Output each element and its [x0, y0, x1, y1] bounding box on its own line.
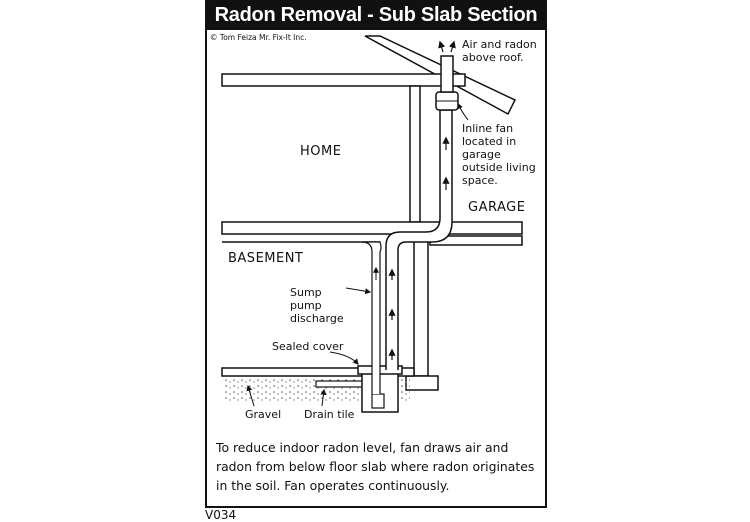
label-sealed-cover: Sealed cover	[272, 340, 344, 353]
home-right-wall	[409, 85, 421, 223]
diagram-caption: To reduce indoor radon level, fan draws …	[216, 440, 535, 493]
label-garage: GARAGE	[468, 200, 526, 215]
label-sump-discharge: Sump pump discharge	[290, 286, 344, 325]
label-home: HOME	[300, 144, 342, 159]
label-basement: BASEMENT	[228, 251, 304, 266]
label-inline-fan: Inline fan located in garage outside liv…	[462, 122, 536, 187]
label-air-radon: Air and radon above roof.	[462, 38, 537, 64]
footing	[405, 375, 439, 391]
main-floor	[221, 221, 523, 235]
vent-stack	[440, 55, 454, 93]
diagram-title: Radon Removal - Sub Slab Section	[205, 0, 547, 30]
basement-slab	[221, 367, 363, 377]
label-drain-tile: Drain tile	[304, 408, 355, 421]
attic-floor	[221, 73, 466, 87]
figure-code: V034	[205, 508, 237, 522]
label-gravel: Gravel	[245, 408, 282, 421]
copyright-note: © Tom Feiza Mr. Fix-It Inc.	[210, 33, 307, 42]
foundation-wall	[413, 233, 429, 377]
drain-tile	[315, 380, 367, 388]
